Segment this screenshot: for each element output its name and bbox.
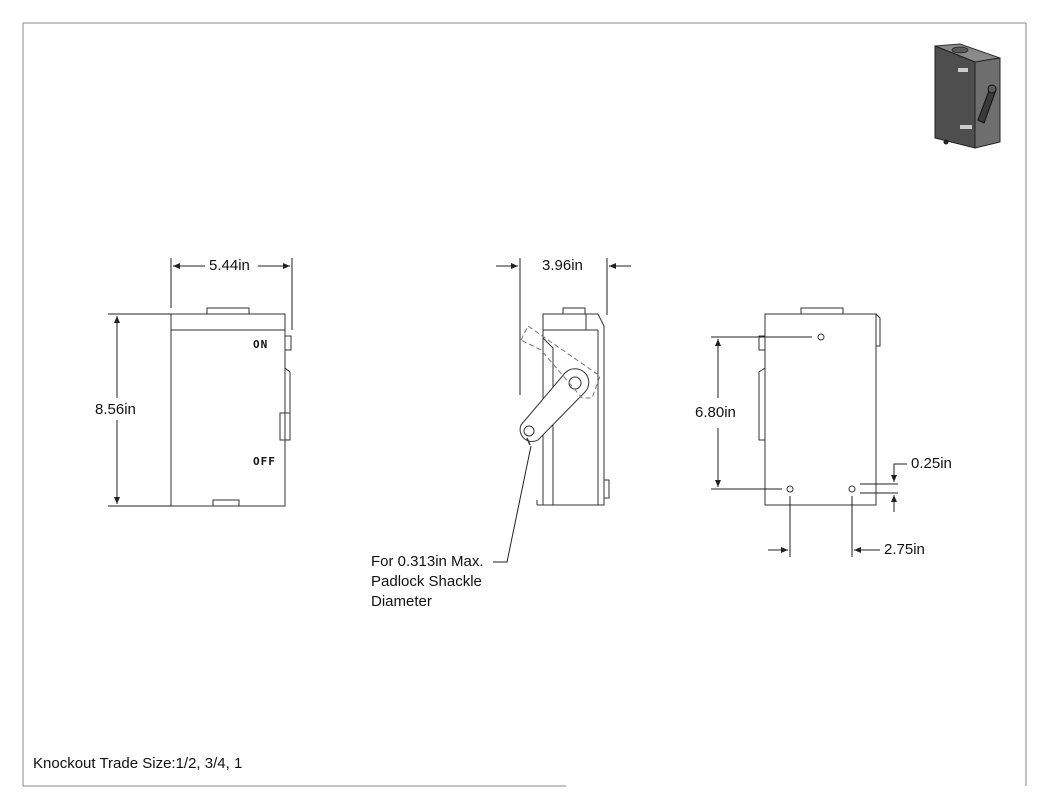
padlock-note-line-3: Diameter — [371, 593, 432, 610]
rear-hole-spacing-dimension — [768, 496, 880, 557]
rear-height-label: 6.80in — [695, 404, 736, 421]
front-width-label: 5.44in — [209, 257, 250, 274]
drawing-border — [22, 22, 1027, 787]
rear-hole-offset-dimension — [860, 463, 907, 512]
padlock-note-line-2: Padlock Shackle — [371, 573, 482, 590]
knockout-note: Knockout Trade Size:1/2, 3/4, 1 — [33, 755, 243, 772]
off-marking: OFF — [253, 455, 276, 468]
front-width-dimension — [170, 258, 293, 330]
side-view — [519, 307, 610, 506]
padlock-note: For 0.313in Max. Padlock Shackle Diamete… — [371, 552, 484, 612]
front-height-label: 8.56in — [95, 401, 136, 418]
padlock-note-line-1: For 0.313in Max. — [371, 553, 484, 570]
front-height-dimension — [108, 313, 172, 507]
rear-view — [758, 307, 881, 506]
rear-hole-offset-label: 0.25in — [911, 455, 952, 472]
enclosure-3d-thumbnail — [934, 43, 1001, 149]
rear-height-dimension — [711, 336, 812, 490]
side-depth-dimension — [496, 258, 631, 395]
padlock-leader-line — [493, 445, 532, 563]
on-marking: ON — [253, 338, 269, 351]
rear-hole-spacing-label: 2.75in — [884, 541, 925, 558]
side-depth-label: 3.96in — [542, 257, 583, 274]
front-view — [170, 307, 292, 507]
